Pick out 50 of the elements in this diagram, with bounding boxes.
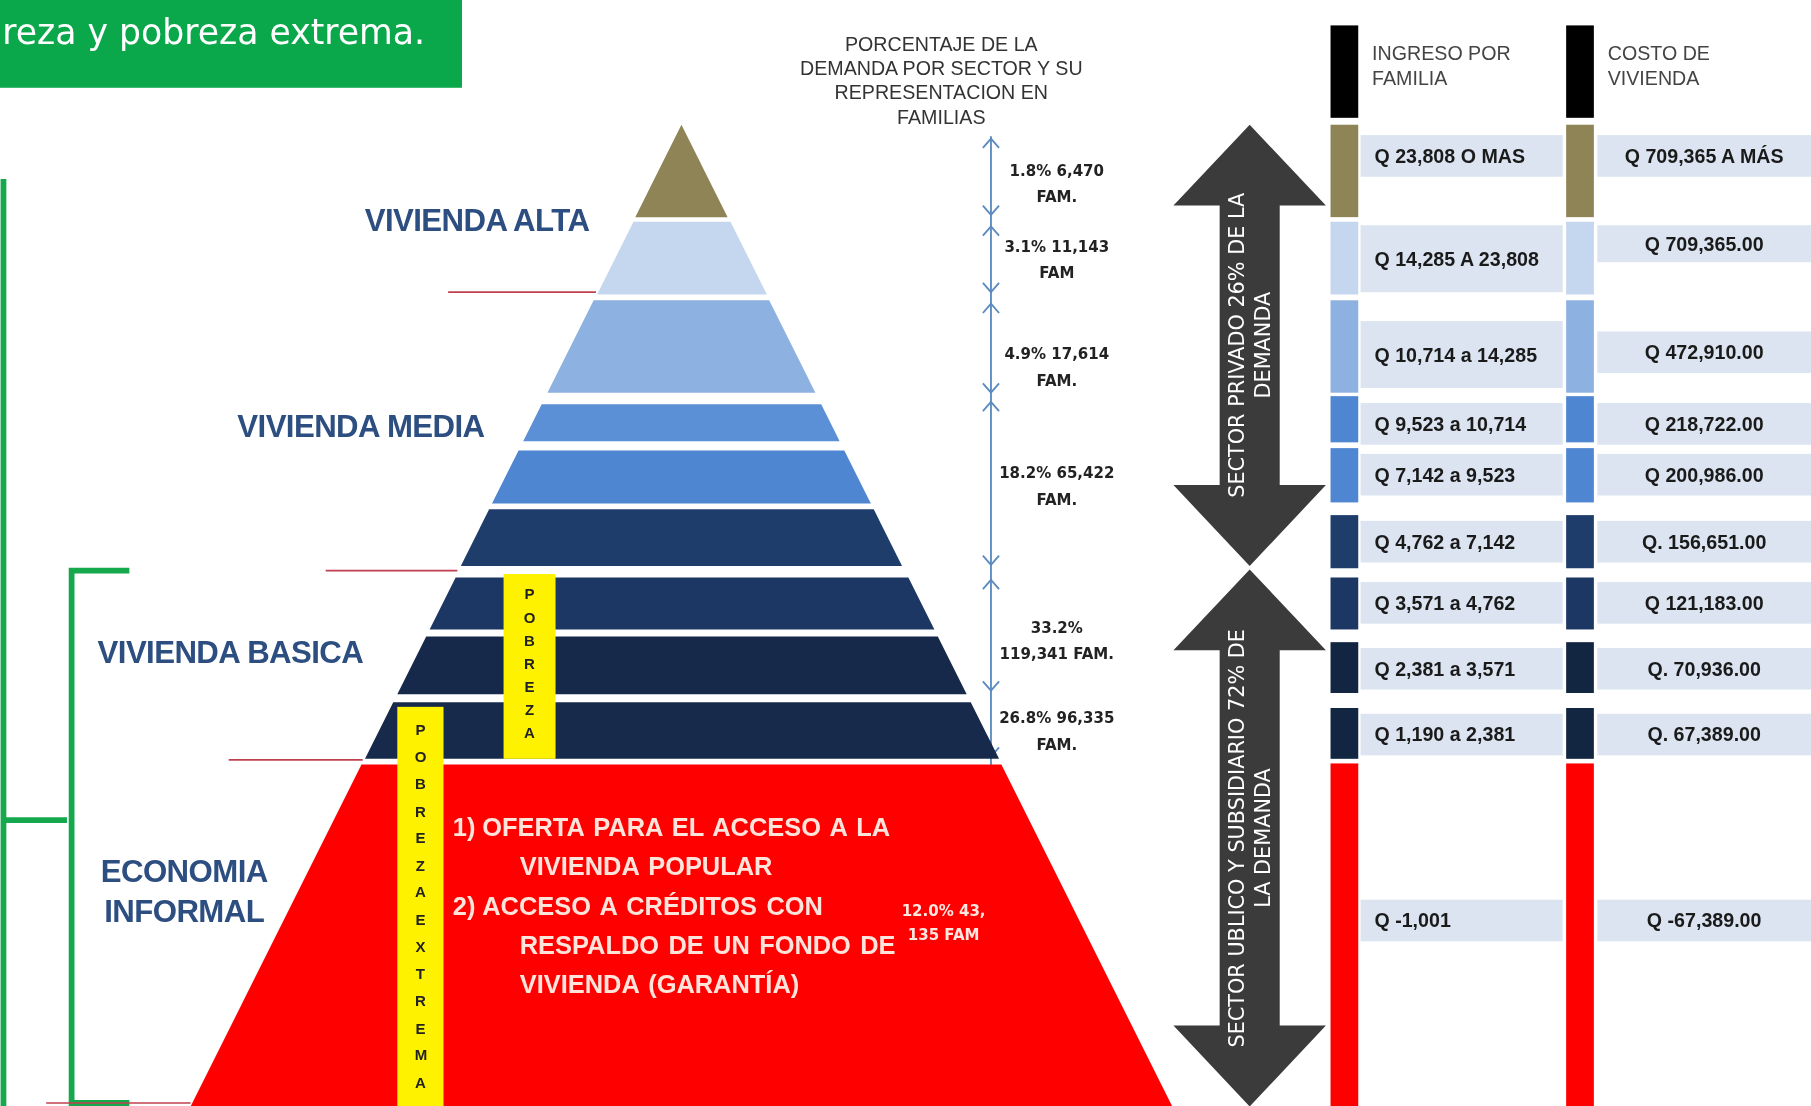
table-cell: Q 14,285 A 23,808 xyxy=(1360,225,1563,293)
table-cell: Q 7,142 a 9,523 xyxy=(1360,453,1563,496)
percentage-label: 18.2% 65,422 FAM. xyxy=(998,463,1116,511)
title-banner: reza y pobreza extrema. xyxy=(0,0,462,88)
table-cell: Q 200,986.00 xyxy=(1597,453,1811,496)
pyramid-tier xyxy=(429,577,934,630)
table-cell: Q -1,001 xyxy=(1360,899,1563,942)
arrow-label: SECTOR UBLICO Y SUBSIDIARIO 72% DE LA DEMANDA xyxy=(1223,627,1277,1049)
pyramid-tier xyxy=(523,404,840,442)
pyramid-tier xyxy=(547,300,816,393)
pyramid-tier xyxy=(492,450,871,504)
percentage-label: 26.8% 96,335 FAM. xyxy=(998,708,1116,756)
table-cell: Q 23,808 O MAS xyxy=(1360,135,1563,177)
tier-label: VIVIENDA ALTA xyxy=(363,202,591,240)
table-cell: Q 709,365.00 xyxy=(1597,225,1811,263)
vertical-label-bar: POBREZAEXTREMA xyxy=(397,706,444,1106)
percentage-label: 4.9% 17,614 FAM. xyxy=(1003,344,1111,392)
tier-label: VIVIENDA MEDIA xyxy=(236,407,486,446)
pyramid-tier xyxy=(596,221,767,295)
tier-label: ECONOMIA INFORMAL xyxy=(99,853,269,931)
table-cell: Q 4,762 a 7,142 xyxy=(1360,520,1563,563)
pyramid-tier xyxy=(396,636,967,695)
table-cell: Q 121,183.00 xyxy=(1597,582,1811,624)
table-cell: Q 472,910.00 xyxy=(1597,331,1811,374)
pyramid-tier xyxy=(460,509,903,566)
table-cell: Q 10,714 a 14,285 xyxy=(1360,321,1563,389)
table-cell: Q -67,389.00 xyxy=(1597,899,1811,942)
percentage-label: 12.0% 43, 135 FAM xyxy=(900,901,987,946)
table-cell: Q 709,365 A MÁS xyxy=(1597,135,1811,177)
table-cell: Q 3,571 a 4,762 xyxy=(1360,582,1563,624)
column-heading: INGRESO POR FAMILIA xyxy=(1372,41,1512,93)
tier-label: VIVIENDA BASICA xyxy=(96,634,365,672)
range-marker xyxy=(1173,124,1326,566)
column-heading: COSTO DE VIVIENDA xyxy=(1607,41,1711,93)
percentage-label: 1.8% 6,470 FAM. xyxy=(1008,160,1105,208)
vertical-label-bar: POBREZA xyxy=(503,574,556,759)
table-cell: Q 2,381 a 3,571 xyxy=(1360,647,1563,690)
table-cell: Q. 70,936.00 xyxy=(1597,647,1811,690)
table-cell: Q. 156,651.00 xyxy=(1597,520,1811,563)
pyramid-top xyxy=(635,124,728,218)
percentage-label: 33.2% 119,341 FAM. xyxy=(998,618,1115,665)
table-cell: Q 1,190 a 2,381 xyxy=(1360,713,1563,756)
list-text: 1) OFERTA PARA EL ACCESO A LA VIVIENDA POPULAR 2) ACCESO A CRÉDITOS CON RESPALDO DE UN FONDO DE VIVIENDA (GARANTÍA) xyxy=(452,812,897,1002)
arrow-label: SECTOR PRIVADO 26% DE LA DEMANDA xyxy=(1223,191,1277,500)
range-marker xyxy=(1173,569,1326,1106)
table-cell: Q. 67,389.00 xyxy=(1597,713,1811,756)
percentage-label: 3.1% 11,143 FAM xyxy=(1003,236,1111,284)
table-cell: Q 218,722.00 xyxy=(1597,403,1811,445)
table-cell: Q 9,523 a 10,714 xyxy=(1360,403,1563,445)
column-heading: PORCENTAJE DE LA DEMANDA POR SECTOR Y SU REPRESENTACION EN FAMILIAS xyxy=(799,32,1084,131)
